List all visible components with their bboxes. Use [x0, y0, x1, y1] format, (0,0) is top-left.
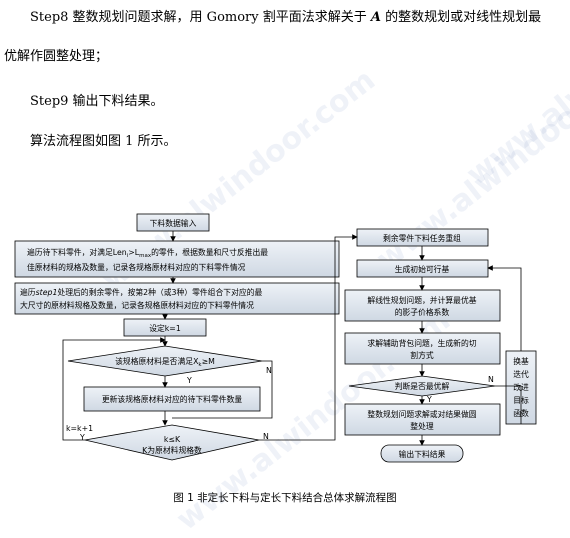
step1-line1: 遍历待下料零件，对满足Leni>Lmax的零件，根据数量和尺寸反推出最 [27, 247, 268, 259]
step1-line2: 佳原材料的规格及数量，记录各规格原材料对应的下料零件情况 [27, 262, 246, 272]
update-label: 更新该规格原材料对应的待下料零件数量 [102, 394, 243, 404]
decision-2-line1: k≤K [164, 435, 181, 444]
k-increment-label: k=k+1 [66, 424, 93, 433]
no-label-1: N [266, 366, 272, 375]
r1-label: 剩余零件下料任务重组 [383, 233, 461, 243]
no-label-2: N [263, 432, 269, 441]
yes-label-1: Y [186, 376, 192, 385]
r6-line1: 整数规划问题求解或对结果做圆 [367, 409, 476, 419]
paragraph-step8-cont: 优解作圆整处理； [4, 49, 109, 64]
step2-node [14, 282, 340, 315]
flowchart: 下料数据输入 遍历待下料零件，对满足Leni>Lmax的零件，根据数量和尺寸反推… [14, 213, 537, 463]
yes-label-2: Y [79, 433, 85, 442]
side-line-5: 函数 [513, 408, 529, 418]
r3-line2: 的影子价格系数 [395, 307, 450, 317]
yes-label-3: Y [426, 395, 432, 404]
side-line-3: 改进 [513, 382, 529, 392]
side-line-4: 目标 [513, 395, 529, 405]
r6-node [344, 403, 501, 436]
decision-1-label: 该规格原材料是否满足Xk≥M [115, 356, 215, 368]
paragraph-step8: Step8 整数规划问题求解，用 Gomory 割平面法求解关于 A 的整数规划… [30, 9, 541, 27]
r5-label: 判断是否最优解 [395, 381, 450, 391]
paragraph-step9: Step9 输出下料结果。 [30, 94, 164, 109]
decision-node-2 [84, 424, 260, 461]
r2-label: 生成初始可行基 [395, 264, 450, 274]
figure-caption: 图 1 非定长下料与定长下料结合总体求解流程图 [173, 492, 397, 504]
paragraph-figure-ref: 算法流程图如图 1 所示。 [30, 134, 177, 149]
side-line-1: 换基 [513, 356, 529, 366]
side-line-2: 迭代 [513, 369, 529, 379]
step1-node [14, 240, 340, 278]
no-label-3: N [488, 375, 494, 384]
r4-line2: 割方式 [410, 350, 434, 360]
r3-node [344, 289, 501, 322]
update-node [83, 386, 261, 412]
step8-text-a: Step8 整数规划问题求解，用 Gomory 割平面法求解关于 [30, 10, 371, 25]
step2-line1: 遍历step1处理后的剩余零件，按第2种（或3种）零件组合下对应的最 [20, 287, 262, 297]
variable-a: A [370, 10, 381, 25]
step8-text-b: 的整数规划或对线性规划最 [380, 10, 542, 25]
r4-node [344, 332, 501, 365]
set-k-label: 设定k=1 [149, 323, 181, 333]
start-label: 下料数据输入 [150, 218, 197, 228]
r7-label: 输出下料结果 [399, 449, 446, 459]
r3-line1: 解线性规划问题，并计算最优基 [367, 295, 476, 305]
decision-2-line2: K为原材料规格数 [142, 445, 202, 455]
step2-line2: 大尺寸的原材料规格及数量，记录各规格原材料对应的下料零件情况 [20, 300, 254, 310]
r4-line1: 求解辅助背包问题，生成新的切 [367, 338, 476, 348]
r6-line2: 整处理 [410, 421, 434, 431]
